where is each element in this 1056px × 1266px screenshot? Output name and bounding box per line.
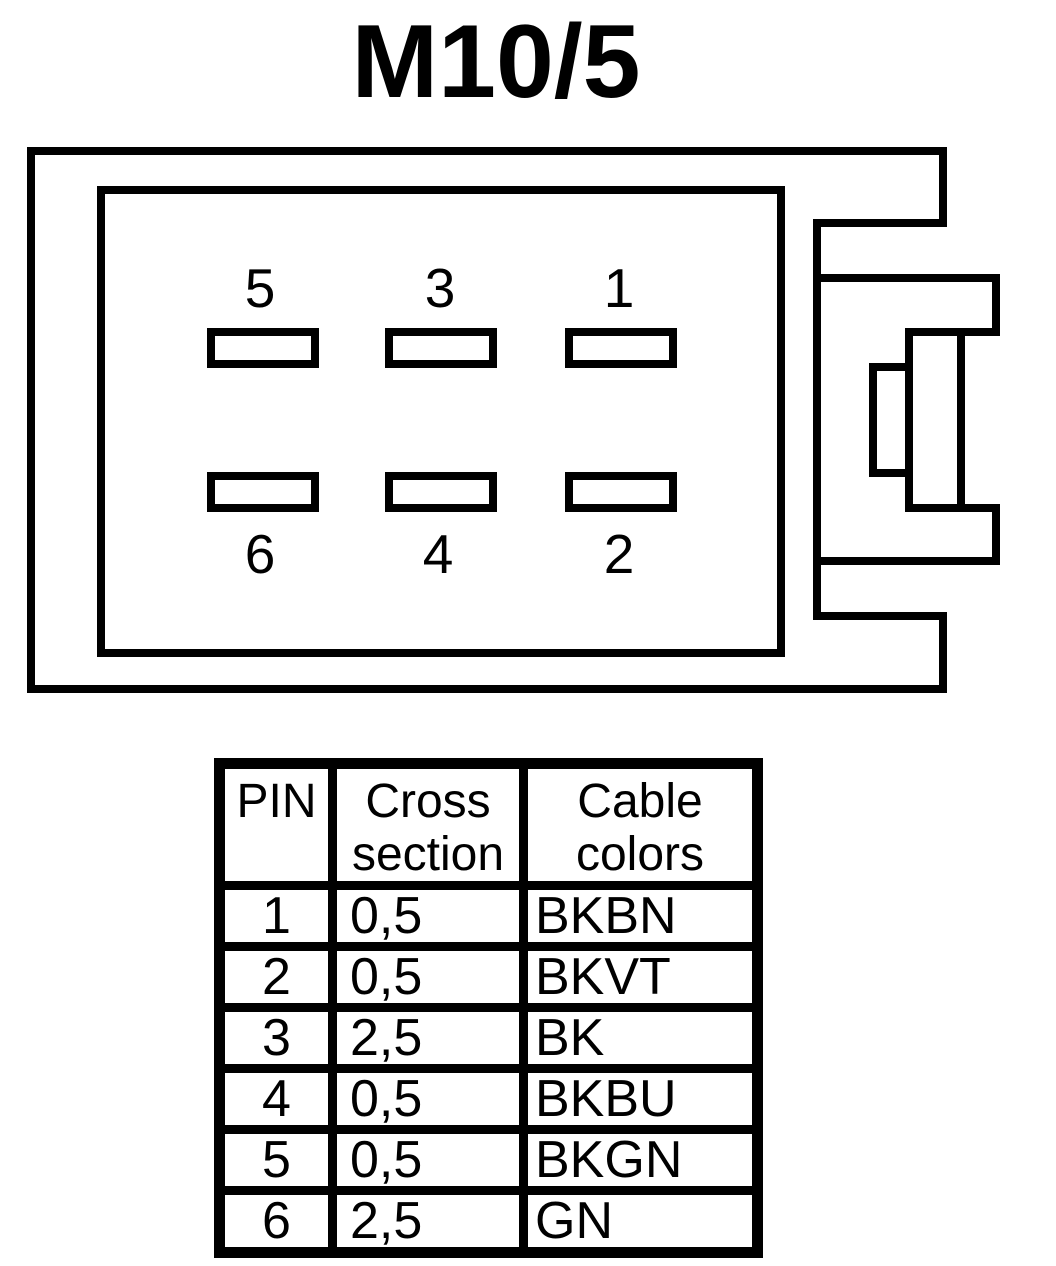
lock-tab-small-rect <box>869 363 913 477</box>
cell-cross-section: 0,5 <box>337 890 528 951</box>
table-row: 3 2,5 BK <box>225 1012 752 1073</box>
pin-cavity-1 <box>565 328 677 368</box>
lock-tab-connector-segment-top <box>957 328 1000 336</box>
table-row: 4 0,5 BKBU <box>225 1073 752 1134</box>
cell-pin: 1 <box>225 890 337 951</box>
header-cable-colors: Cable colors <box>528 769 752 890</box>
outer-body-right-notch <box>935 227 951 612</box>
cell-cable-color: BKVT <box>528 951 752 1012</box>
lock-tab-right-notch <box>988 336 1004 504</box>
cell-cable-color: BKBN <box>528 890 752 951</box>
lock-tab-inner-rect <box>905 328 965 512</box>
table-row: 2 0,5 BKVT <box>225 951 752 1012</box>
pin-label-6: 6 <box>244 523 276 585</box>
pin-cavity-5 <box>207 328 319 368</box>
pin-label-1: 1 <box>603 257 635 319</box>
cell-pin: 6 <box>225 1195 337 1247</box>
cell-cable-color: BK <box>528 1012 752 1073</box>
header-cable-line2: colors <box>575 828 705 881</box>
pin-cavity-3 <box>385 328 497 368</box>
table-row: 6 2,5 GN <box>225 1195 752 1247</box>
pin-cavity-6 <box>207 472 319 512</box>
header-cable-line1: Cable <box>577 775 703 828</box>
pinout-table: PIN Cross section Cable colors 1 0,5 BKB… <box>214 758 763 1258</box>
page-title: M10/5 <box>351 4 641 120</box>
header-pin: PIN <box>225 769 337 890</box>
header-cross-section: Cross section <box>337 769 528 890</box>
header-pin-label: PIN <box>236 775 317 828</box>
cell-cross-section: 0,5 <box>337 1073 528 1134</box>
connector-step-bracket <box>813 219 947 620</box>
cell-cross-section: 0,5 <box>337 1134 528 1195</box>
table-header-row: PIN Cross section Cable colors <box>225 769 752 890</box>
pin-label-2: 2 <box>603 523 635 585</box>
pin-cavity-2 <box>565 472 677 512</box>
cell-cross-section: 2,5 <box>337 1195 528 1247</box>
lock-tab-connector-segment-bottom <box>957 504 1000 512</box>
cell-pin: 5 <box>225 1134 337 1195</box>
cell-pin: 2 <box>225 951 337 1012</box>
cell-cross-section: 0,5 <box>337 951 528 1012</box>
cell-pin: 3 <box>225 1012 337 1073</box>
pin-cavity-4 <box>385 472 497 512</box>
table-row: 1 0,5 BKBN <box>225 890 752 951</box>
cell-cross-section: 2,5 <box>337 1012 528 1073</box>
header-cross-line2: section <box>351 828 505 881</box>
header-cross-line1: Cross <box>365 775 491 828</box>
pin-label-5: 5 <box>244 257 276 319</box>
cell-cable-color: BKBU <box>528 1073 752 1134</box>
connector-inner-face <box>97 186 785 657</box>
table-row: 5 0,5 BKGN <box>225 1134 752 1195</box>
pin-label-3: 3 <box>424 257 456 319</box>
cell-cable-color: BKGN <box>528 1134 752 1195</box>
cell-pin: 4 <box>225 1073 337 1134</box>
cell-cable-color: GN <box>535 1195 613 1247</box>
pin-label-4: 4 <box>422 523 454 585</box>
